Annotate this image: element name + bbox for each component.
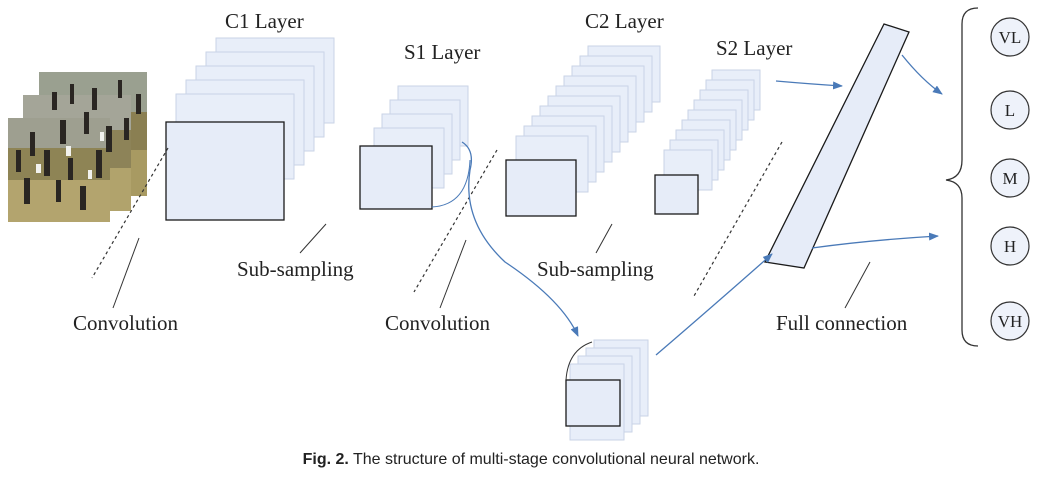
output-node-m: M (990, 158, 1030, 198)
label-c2-layer: C2 Layer (585, 9, 664, 33)
label-s2-layer: S2 Layer (716, 36, 792, 60)
figure-caption: Fig. 2. The structure of multi-stage con… (303, 451, 760, 468)
label-s1-layer: S1 Layer (404, 40, 480, 64)
s1-curve (431, 159, 471, 208)
arrow-s2-to-fc (775, 80, 843, 90)
arrow-branch-to-fc (655, 253, 773, 356)
output-node-vl: VL (990, 17, 1030, 57)
branch-feature-maps (565, 339, 649, 441)
leader-subsampling-1 (299, 223, 327, 254)
leader-convolution-1 (112, 237, 140, 309)
label-c1-layer: C1 Layer (225, 9, 304, 33)
label-convolution-1: Convolution (73, 311, 179, 335)
s1-feature-maps (359, 85, 469, 210)
c2-feature-maps (505, 45, 661, 217)
output-brace (945, 7, 979, 347)
leader-full-connection (844, 261, 871, 309)
leader-subsampling-2 (595, 223, 613, 254)
svg-text:VH: VH (998, 312, 1023, 331)
svg-text:VL: VL (999, 28, 1022, 47)
arrow-fc-to-vl (901, 54, 943, 95)
output-node-h: H (990, 226, 1030, 266)
label-subsampling-2: Sub-sampling (537, 257, 654, 281)
output-node-vh: VH (990, 301, 1030, 341)
svg-text:H: H (1004, 237, 1016, 256)
caption-prefix: Fig. 2. (303, 451, 349, 468)
svg-text:L: L (1005, 101, 1015, 120)
arrow-fc-to-h (811, 232, 939, 249)
full-connection-layer (764, 23, 910, 269)
crowd-figures (16, 80, 141, 210)
arrow-s1-to-branch (461, 141, 579, 337)
input-image-front (8, 118, 110, 222)
s2-feature-maps (654, 69, 761, 215)
svg-text:M: M (1002, 169, 1017, 188)
label-subsampling-1: Sub-sampling (237, 257, 354, 281)
convolution-dashed-line-1 (91, 147, 169, 279)
input-image-stack (8, 72, 147, 222)
leader-convolution-2 (439, 239, 467, 309)
label-convolution-2: Convolution (385, 311, 491, 335)
c1-feature-maps (165, 37, 335, 221)
caption-text: The structure of multi-stage convolution… (349, 451, 760, 468)
output-node-l: L (990, 90, 1030, 130)
label-full-connection: Full connection (776, 311, 908, 335)
